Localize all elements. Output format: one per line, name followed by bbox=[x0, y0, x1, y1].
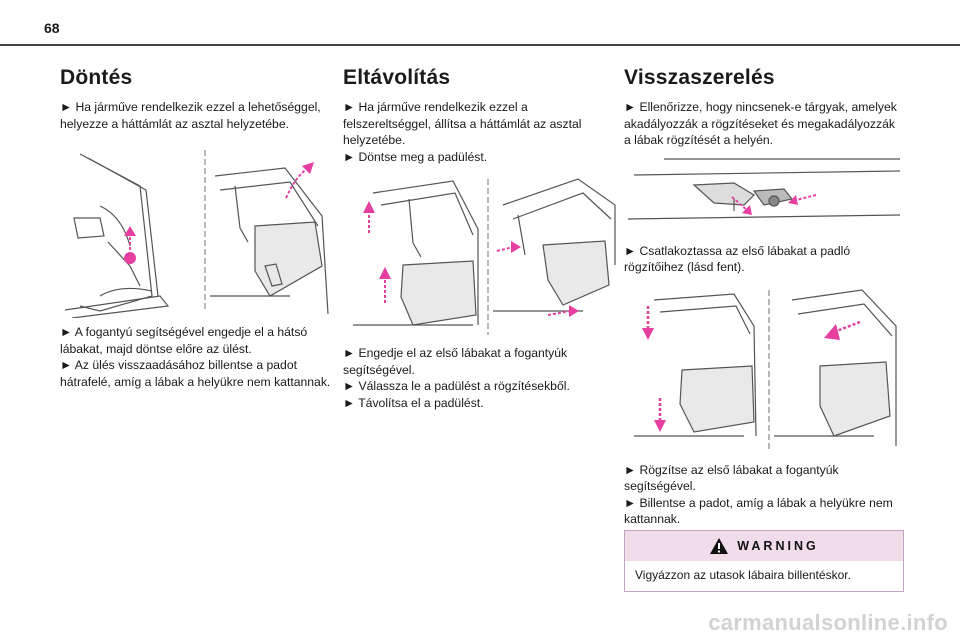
dontes-text-2: ► A fogantyú segítségével engedje el a h… bbox=[60, 325, 308, 356]
figure-floor-anchor bbox=[627, 157, 900, 220]
figure-seat-removal bbox=[353, 178, 616, 335]
warning-triangle-icon bbox=[710, 538, 729, 554]
warning-header: WARNING bbox=[625, 531, 903, 561]
figure-seat-tilt bbox=[64, 150, 329, 318]
warning-title: WARNING bbox=[737, 539, 819, 553]
visszaszereles-text-3: ► Rögzítse az első lábakat a fogantyúk s… bbox=[624, 462, 839, 494]
dontes-text-1: ► Ha járműve rendelkezik ezzel a lehetős… bbox=[60, 100, 321, 131]
section-visszaszereles: Visszaszerelés ► Ellenőrizze, hogy nincs… bbox=[624, 66, 904, 528]
section-title-visszaszereles: Visszaszerelés bbox=[624, 66, 775, 89]
watermark: carmanualsonline.info bbox=[708, 610, 948, 635]
eltavolitas-text-2: ► Döntse meg a padülést. bbox=[343, 149, 488, 164]
warning-box: WARNING Vigyázzon az utasok lábaira bill… bbox=[624, 530, 904, 592]
dontes-text-3: ► Az ülés visszaadásához billentse a pad… bbox=[60, 358, 331, 389]
eltavolitas-text-3: ► Engedje el az első lábakat a fogantyúk… bbox=[343, 346, 568, 377]
section-title-dontes: Döntés bbox=[60, 66, 133, 89]
section-title-eltavolitas: Eltávolítás bbox=[343, 66, 451, 89]
top-rule bbox=[0, 44, 960, 46]
figure-seat-reinstall bbox=[634, 288, 897, 452]
warning-text: Vigyázzon az utasok lábaira billentéskor… bbox=[635, 568, 851, 582]
eltavolitas-text-4: ► Válassza le a padülést a rögzítésekből… bbox=[343, 379, 570, 393]
visszaszereles-text-2: ► Csatlakoztassa az első lábakat a padló… bbox=[624, 243, 851, 275]
eltavolitas-text-5: ► Távolítsa el a padülést. bbox=[343, 395, 484, 410]
eltavolitas-text-1: ► Ha járműve rendelkezik ezzel a felszer… bbox=[343, 100, 582, 147]
visszaszereles-text-4: ► Billentse a padot, amíg a lábak a hely… bbox=[624, 495, 893, 527]
page-number: 68 bbox=[44, 20, 60, 36]
section-eltavolitas: Eltávolítás ► Ha járműve rendelkezik ezz… bbox=[343, 66, 619, 411]
section-dontes: Döntés ► Ha járműve rendelkezik ezzel a … bbox=[60, 66, 336, 390]
visszaszereles-text-1: ► Ellenőrizze, hogy nincsenek-e tárgyak,… bbox=[624, 100, 897, 147]
